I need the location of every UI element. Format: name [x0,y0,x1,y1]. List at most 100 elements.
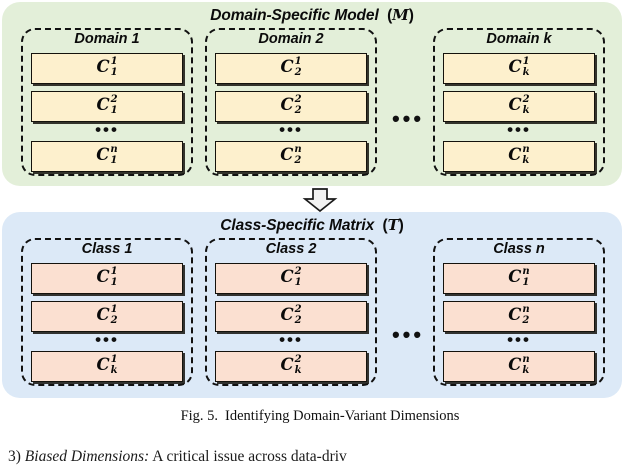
cell-label-scripts: 2 k [522,94,530,116]
cell-label: C n k [508,355,529,376]
cell-label-superscript: 2 [294,304,302,316]
class-panel-title: Class-Specific Matrix (T) [2,216,622,235]
cell-label: C 1 1 [96,266,118,288]
cell-label-scripts: 2 2 [294,304,302,326]
down-arrow-icon [302,188,338,212]
cell-label-scripts: 1 k [110,354,118,376]
cell-label-superscript: n [294,144,302,156]
cell-label: C 2 1 [96,94,118,116]
cell-domain-1-row-2[interactable]: C 2 1 [31,91,183,122]
cell-label-base: C [280,145,294,165]
domain-panel-title-paren-close: ) [408,7,414,24]
cell-label-superscript: 2 [522,94,530,106]
cell-domain-1-row-1[interactable]: C 1 1 [31,53,183,84]
cell-label-scripts: 1 2 [111,305,118,326]
cell-label-superscript: 1 [110,266,118,278]
cell-label-scripts: 2 2 [294,94,302,116]
cell-class-n-row-1[interactable]: C n 1 [443,263,595,294]
cell-label-base: C [508,267,522,287]
cell-label-base: C [508,145,522,165]
cell-label-subscript: 2 [522,314,530,326]
group-class-n-cells: C n 1 C n 2 ••• C [443,263,595,382]
cell-label-scripts: 2 1 [110,94,118,116]
cell-label: C 1 2 [280,56,302,78]
cell-label-subscript: 2 [294,104,302,116]
group-domain-2[interactable]: Domain 2 C 1 2 C 2 2 [205,28,377,176]
cell-class-2-row-k[interactable]: C 2 k [215,351,367,382]
cell-class-2-row-1[interactable]: C 2 1 [215,263,367,294]
domain-panel-title-paren-open: ( [382,7,393,24]
cell-label: C 2 1 [280,266,302,288]
cell-label-scripts: 2 1 [294,266,302,288]
cell-label-subscript: 1 [110,66,118,78]
cell-domain-k-row-n[interactable]: C n k [443,141,595,172]
cell-label-subscript: 2 [294,66,302,78]
class-panel-title-paren-open: ( [378,217,388,234]
cell-label-base: C [280,267,294,287]
group-domain-2-title: Domain 2 [258,31,324,47]
cell-class-1-row-k[interactable]: C 1 k [31,351,183,382]
group-class-2-cells: C 2 1 C 2 2 ••• C [215,263,367,382]
cell-domain-k-row-2[interactable]: C 2 k [443,91,595,122]
cell-domain-k-row-1[interactable]: C 1 k [443,53,595,84]
cell-label-superscript: 2 [294,266,302,278]
cell-label: C 2 2 [280,304,302,326]
figure-number: Fig. 5. [180,408,219,424]
cell-label-scripts: 1 1 [110,266,118,288]
cell-domain-2-row-2[interactable]: C 2 2 [215,91,367,122]
cell-label: C 2 k [508,94,530,116]
cell-domain-2-row-1[interactable]: C 1 2 [215,53,367,84]
cell-label: C 1 k [508,57,530,78]
cell-label: C 2 2 [280,94,302,116]
cell-label: C n 1 [96,144,118,166]
cell-label-superscript: 1 [110,354,118,366]
vertical-ellipsis-class-n: ••• [507,330,531,349]
cell-label: C n 1 [508,267,530,288]
cell-label-base: C [96,95,110,115]
cell-label-base: C [508,57,522,77]
cell-label-scripts: n 1 [110,144,118,166]
cell-label-subscript: 1 [110,104,118,116]
cell-label-base: C [280,355,294,375]
cell-label-base: C [508,95,522,115]
cell-class-n-row-2[interactable]: C n 2 [443,301,595,332]
horizontal-ellipsis-domain: ••• [391,106,425,131]
cell-label-subscript: 2 [294,314,302,326]
cell-label-subscript: k [522,104,530,116]
cell-class-1-row-1[interactable]: C 1 1 [31,263,183,294]
class-specific-matrix-panel: Class-Specific Matrix (T) Class 1 C 1 1 … [2,212,622,398]
group-class-2-title: Class 2 [265,241,317,257]
class-panel-title-text: Class-Specific Matrix [220,217,375,234]
cell-domain-2-row-n[interactable]: C n 2 [215,141,367,172]
cell-label-subscript: 1 [522,276,530,288]
group-class-2[interactable]: Class 2 C 2 1 C 2 2 [205,238,377,386]
group-domain-1-title: Domain 1 [74,31,140,47]
cell-label-superscript: 1 [294,56,302,68]
cell-label-scripts: n 1 [522,267,530,288]
group-class-1-title: Class 1 [81,241,133,257]
group-domain-1[interactable]: Domain 1 C 1 1 C 2 1 [21,28,193,176]
cell-domain-1-row-n[interactable]: C n 1 [31,141,183,172]
group-domain-k[interactable]: Domain k C 1 k C 2 k [433,28,605,176]
cell-label-subscript: 2 [294,154,302,166]
cell-label-superscript: n [110,144,118,156]
cell-label: C n 2 [280,144,302,166]
cell-label-superscript: 2 [294,354,302,366]
cell-label-subscript: k [522,66,530,78]
cell-class-2-row-2[interactable]: C 2 2 [215,301,367,332]
vertical-ellipsis-domain-2: ••• [279,120,303,139]
cell-class-1-row-2[interactable]: C 1 2 [31,301,183,332]
cell-class-n-row-k[interactable]: C n k [443,351,595,382]
group-class-1[interactable]: Class 1 C 1 1 C 1 2 [21,238,193,386]
cell-label: C 1 k [96,354,118,376]
cell-label-base: C [96,355,110,375]
cell-label-superscript: 2 [110,94,118,106]
group-domain-2-cells: C 1 2 C 2 2 ••• C [215,53,367,172]
cell-label-base: C [96,267,110,287]
group-class-n-title: Class n [493,241,545,257]
body-list-marker: 3) [8,448,21,465]
group-class-n[interactable]: Class n C n 1 C n 2 [433,238,605,386]
vertical-ellipsis-class-2: ••• [279,330,303,349]
cell-label-superscript: 2 [294,94,302,106]
domain-specific-model-panel: Domain-Specific Model (M) Domain 1 C 1 1… [2,2,622,186]
